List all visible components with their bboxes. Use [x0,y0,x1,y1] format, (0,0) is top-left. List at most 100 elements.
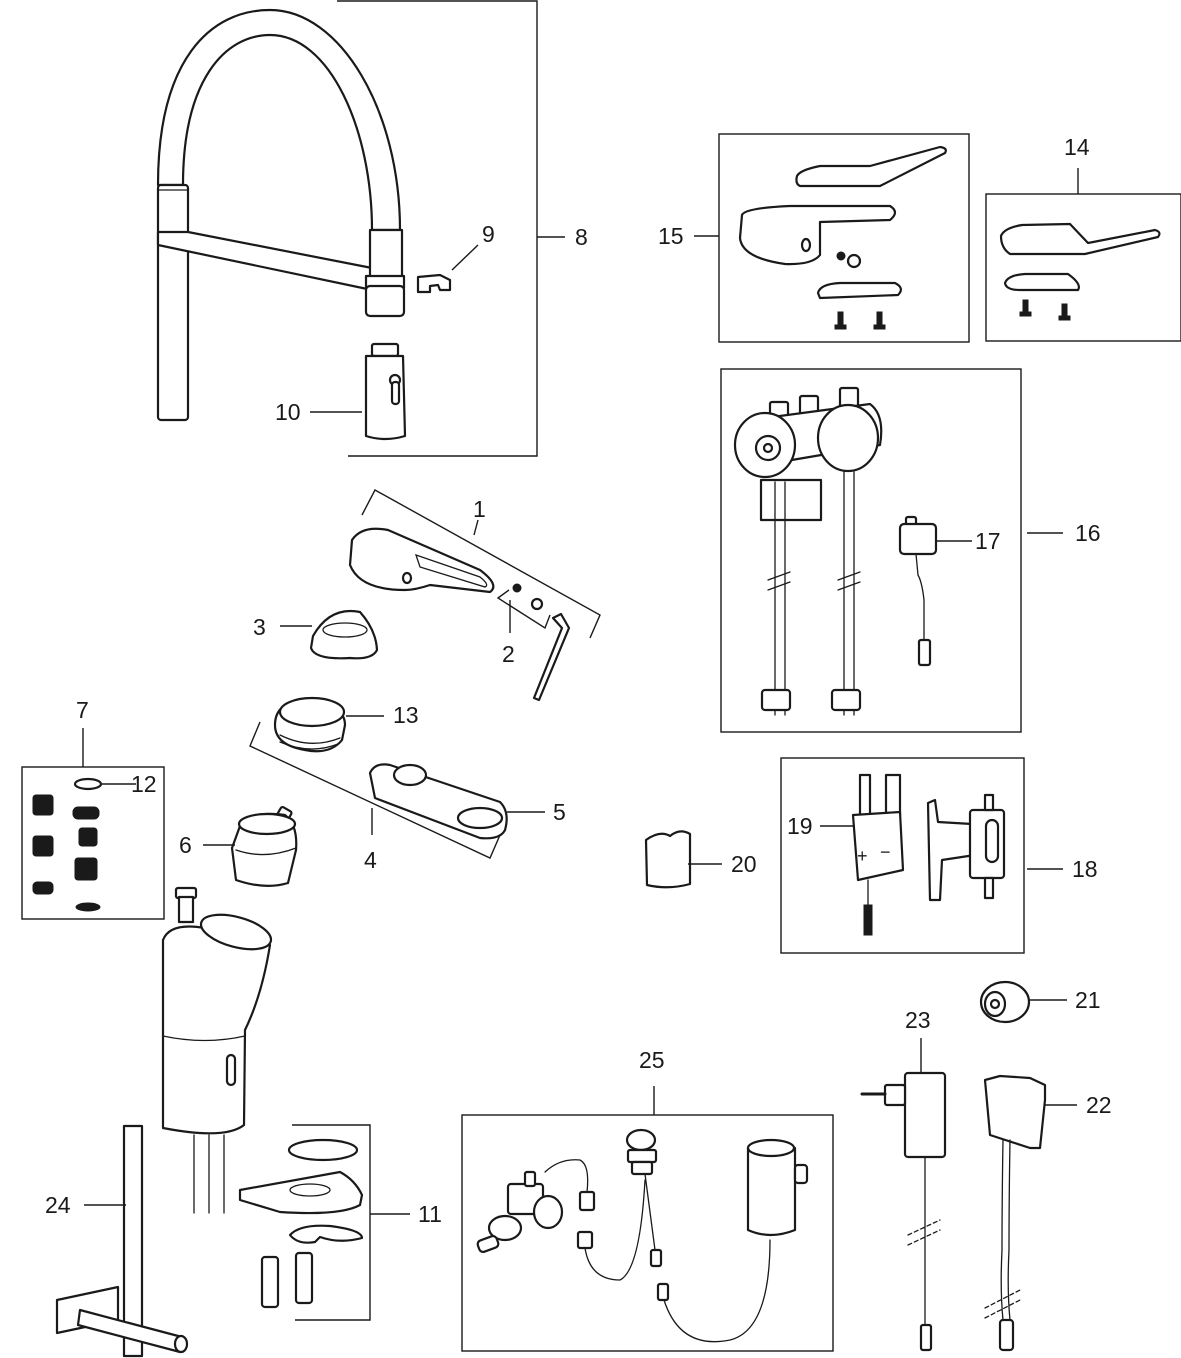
callout-22[interactable]: 22 [1086,1092,1112,1118]
callout-16[interactable]: 16 [1075,520,1101,546]
callout-1[interactable]: 1 [473,496,486,522]
grub-screw [530,597,544,611]
aerator-set-group: 4 13 5 [249,696,566,873]
callout-12[interactable]: 12 [131,771,157,797]
callout-10[interactable]: 10 [275,399,301,425]
sensor-plug[interactable] [625,1128,771,1343]
callout-6[interactable]: 6 [179,832,192,858]
head-holder-cup [364,284,406,318]
plus-sign: + [857,846,868,866]
bracket-1 [361,489,601,639]
box-14 [985,193,1181,342]
callout-18[interactable]: 18 [1072,856,1098,882]
head-holder [368,228,404,284]
spout-arm [156,230,374,292]
bracket-8 [337,0,538,457]
callout-23[interactable]: 23 [905,1007,931,1033]
callout-25[interactable]: 25 [639,1047,665,1073]
callout-11[interactable]: 11 [418,1201,442,1227]
callout-8[interactable]: 8 [575,224,588,250]
callout-14[interactable]: 14 [1064,134,1090,160]
minus-sign: − [880,842,891,862]
handle-hole [800,237,812,253]
lever-handle-1[interactable] [348,527,495,594]
callout-13[interactable]: 13 [393,702,419,728]
spout-body-tube[interactable] [156,183,190,422]
lever-kit-group: 14 [985,134,1181,342]
allen-key[interactable] [532,612,571,702]
callout-19[interactable]: 19 [787,813,813,839]
mixing-block-group: 16 17 [720,368,1101,733]
capacitor[interactable] [746,1138,809,1237]
holder-clip-9[interactable] [416,273,452,294]
callout-15[interactable]: 15 [658,223,684,249]
mounting-plate[interactable] [238,1170,364,1215]
cable-break [907,1219,941,1246]
lever-cover-15[interactable] [795,145,947,188]
cable-gland-21[interactable] [979,980,1031,1024]
aerator-key-5[interactable] [368,763,508,840]
seal-ring[interactable] [287,1138,359,1162]
callout-5[interactable]: 5 [553,799,566,825]
callout-3[interactable]: 3 [253,614,266,640]
handle-body-15[interactable] [738,204,897,266]
bracket-11 [292,1124,371,1321]
mixing-block-16[interactable] [733,386,883,716]
cover-cap-3[interactable] [309,609,379,660]
solenoid-kit-group: 25 [461,1047,834,1352]
set-screw [836,251,846,261]
stud-1[interactable] [260,1255,280,1309]
horseshoe-washer[interactable] [288,1224,364,1244]
aerator-13[interactable] [273,696,347,753]
callout-21[interactable]: 21 [1075,987,1101,1013]
solenoid-valve[interactable] [476,1159,646,1281]
cartridge-6[interactable] [230,805,298,887]
base-plate-14[interactable] [1003,272,1080,292]
sensor-17[interactable] [898,515,938,667]
callout-2[interactable]: 2 [502,641,515,667]
box-7 [21,766,165,920]
plate-hole [289,1183,331,1197]
battery-20[interactable] [644,830,692,889]
leader-1 [473,519,479,536]
cable-break [984,1289,1021,1319]
box-15 [718,133,970,343]
battery-holder-frame[interactable] [926,793,1006,902]
power-adapter-23[interactable] [860,1071,947,1352]
bracket-4 [249,721,501,859]
callout-7[interactable]: 7 [76,697,89,723]
faucet-body[interactable] [161,886,275,1214]
clip-kit-group: 7 12 [21,697,165,920]
spray-head-10[interactable] [364,342,407,441]
mounting-kit-group: 11 [238,1124,442,1321]
cap-opening [322,622,368,638]
callout-4[interactable]: 4 [364,847,377,873]
handle-kit-group: 15 [658,133,970,343]
bracket-2 [496,589,551,630]
callout-20[interactable]: 20 [731,851,757,877]
lever-cover-14[interactable] [999,222,1161,256]
callout-24[interactable]: 24 [45,1192,71,1218]
gooseneck-hose[interactable] [156,8,402,232]
box-16 [720,368,1022,733]
box-18 [780,757,1025,954]
callout-17[interactable]: 17 [975,528,1001,554]
handle-set-group: 1 2 3 [253,489,601,702]
mounting-rod-24[interactable] [55,1124,189,1358]
spout-assembly-group: 8 9 10 [156,0,588,457]
handle-slot [414,553,488,588]
handle-screw-hole [401,571,413,585]
clips [32,794,101,912]
screws-15 [834,311,886,330]
grub-nut [846,253,862,269]
callout-9[interactable]: 9 [482,221,495,247]
box-25 [461,1114,834,1352]
stud-2[interactable] [294,1251,314,1305]
base-plate-15[interactable] [816,281,902,300]
battery-case-22[interactable] [983,1074,1047,1352]
o-ring-12[interactable] [73,777,103,791]
leader-9 [451,244,479,271]
battery-box-19[interactable]: + − [851,773,905,936]
small-screw [512,583,522,593]
